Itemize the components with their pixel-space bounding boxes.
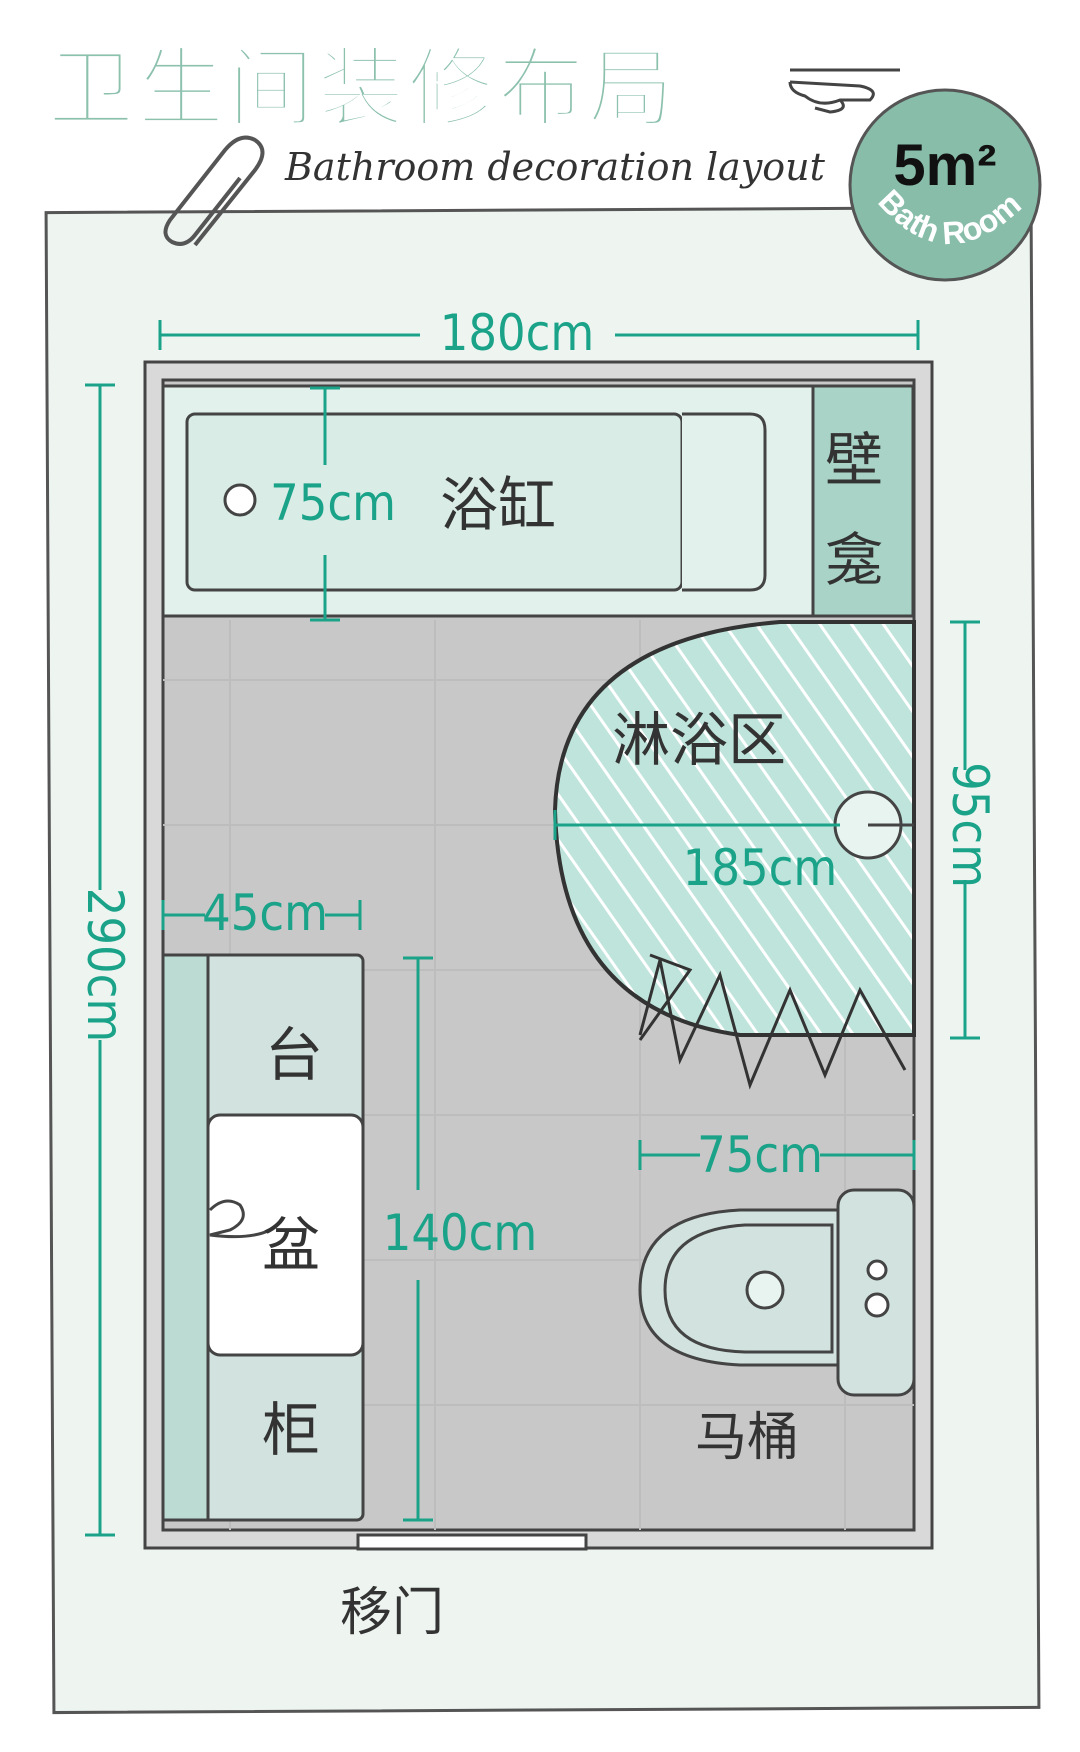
page-subtitle: Bathroom decoration layout xyxy=(284,145,826,189)
sliding-door-label: 移门 xyxy=(340,1583,444,1643)
shower-depth-dimension: 95cm xyxy=(941,762,999,888)
bathtub-label: 浴缸 xyxy=(440,471,556,539)
flush-button-bottom xyxy=(864,1292,890,1318)
height-dimension: 290cm xyxy=(76,888,134,1042)
area-badge-value: 5m² xyxy=(893,133,996,198)
shower-curtain-edge xyxy=(638,953,693,1041)
vanity-depth-dimension: 45cm xyxy=(202,884,328,942)
bathtub-drain xyxy=(223,483,257,517)
pointing-hand-icon xyxy=(788,68,900,114)
width-dimension: 180cm xyxy=(440,304,594,362)
toilet-label: 马桶 xyxy=(695,1408,799,1468)
sliding-door xyxy=(356,1533,588,1551)
vanity-label-top: 台 xyxy=(265,1021,323,1089)
flush-button-top xyxy=(866,1259,888,1281)
toilet-seat xyxy=(663,1223,834,1354)
dimension-lines xyxy=(85,320,980,1537)
vanity-label-bottom: 柜 xyxy=(262,1396,320,1464)
faucet-icon xyxy=(208,1199,271,1239)
paperclip-icon xyxy=(163,135,265,247)
shower-curtain xyxy=(638,959,907,1090)
toilet-drain xyxy=(745,1270,785,1310)
shower-width-dimension: 185cm xyxy=(683,839,837,897)
vanity-sink xyxy=(206,1113,365,1357)
toilet-bowl xyxy=(638,1208,840,1367)
toilet-tank xyxy=(836,1188,916,1397)
vanity-length-dimension: 140cm xyxy=(383,1204,537,1262)
vanity-backsplash xyxy=(161,953,210,1522)
wall-niche xyxy=(811,384,915,618)
wall-niche-label-bottom: 龛 xyxy=(825,526,883,594)
toilet-width-dimension: 75cm xyxy=(697,1126,823,1184)
bathtub-depth-dimension: 75cm xyxy=(270,474,396,532)
bathtub-basin xyxy=(185,412,684,592)
bathtub-headrest xyxy=(682,412,767,592)
wall-niche-label-top: 壁 xyxy=(825,426,883,494)
vanity-label-mid: 盆 xyxy=(262,1211,320,1279)
shower-label: 淋浴区 xyxy=(612,706,786,774)
page-title: 卫生间装修布局 xyxy=(48,39,678,139)
area-badge: 5m² Bath Room xyxy=(848,88,1042,282)
